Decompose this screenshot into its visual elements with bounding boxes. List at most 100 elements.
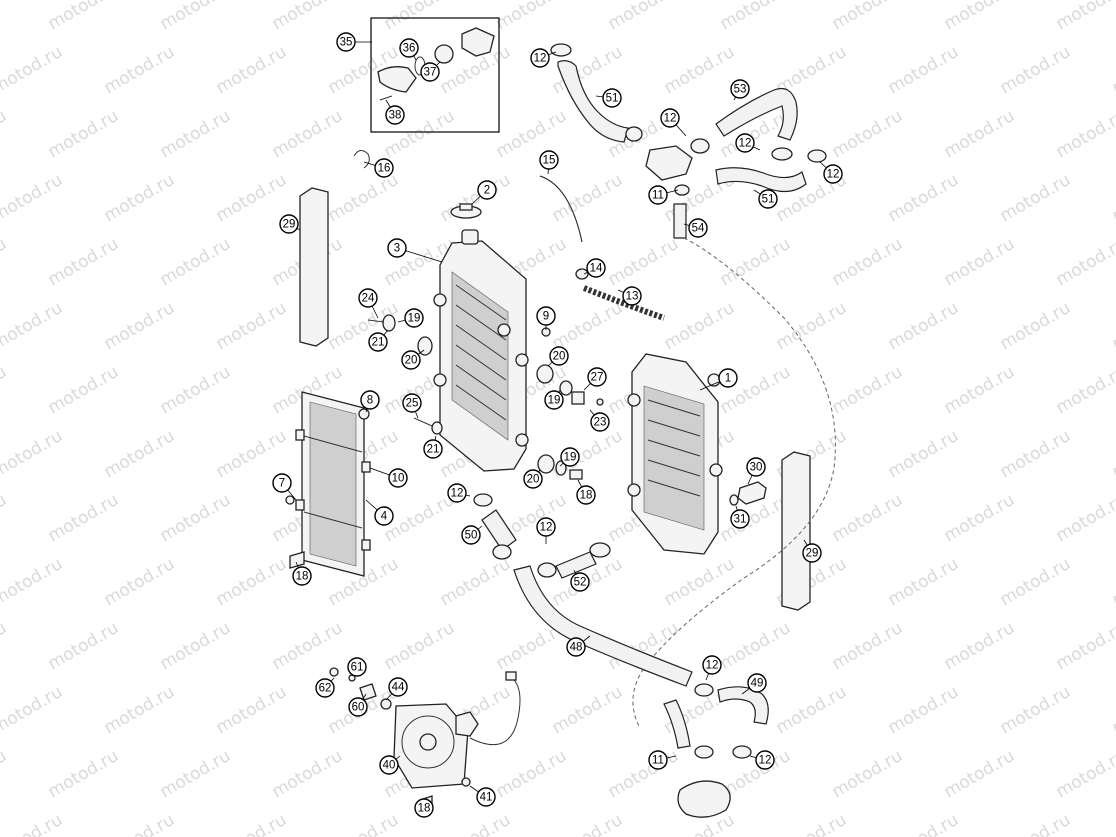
upper-hose-51-right	[715, 167, 807, 193]
callout-number: 29	[283, 219, 296, 231]
callout-number: 62	[319, 683, 332, 695]
watermark-text: motod.ru	[885, 682, 963, 738]
right-radiator-part	[627, 353, 723, 555]
watermark-text: motod.ru	[45, 490, 123, 546]
watermark-text: motod.ru	[941, 0, 1019, 34]
watermark-text: motod.ru	[101, 426, 179, 482]
watermark-text: motod.ru	[829, 362, 907, 418]
water-pump-cover-part	[677, 780, 731, 818]
callout-number: 50	[465, 530, 478, 542]
callout-number: 36	[403, 43, 416, 55]
callout-number: 19	[408, 313, 421, 325]
watermark-text: motod.ru	[941, 234, 1019, 290]
callout-number: 20	[553, 351, 566, 363]
watermark-text: motod.ru	[941, 106, 1019, 162]
watermark-text: motod.ru	[941, 618, 1019, 674]
callout-circle	[530, 48, 550, 68]
callout-circle	[420, 62, 440, 82]
callout-circle	[735, 133, 755, 153]
callout-circle	[523, 469, 543, 489]
watermark-text: motod.ru	[605, 234, 683, 290]
watermark-text: motod.ru	[773, 298, 851, 354]
watermark-text: motod.ru	[213, 554, 291, 610]
watermark-text: motod.ru	[1109, 298, 1116, 354]
callout-number: 12	[534, 53, 547, 65]
callout-number: 51	[606, 93, 619, 105]
watermark-text: motod.ru	[437, 554, 515, 610]
callout-circle	[702, 655, 722, 675]
watermark-text: motod.ru	[0, 554, 66, 610]
callout-circle	[544, 390, 564, 410]
watermark-text: motod.ru	[829, 234, 907, 290]
watermark-text: motod.ru	[1109, 682, 1116, 738]
callout-circle	[402, 393, 422, 413]
callout-number: 25	[406, 398, 419, 410]
callout-circle	[414, 798, 434, 818]
watermark-text: motod.ru	[269, 618, 347, 674]
watermark-text: motod.ru	[101, 810, 179, 837]
watermark-text: motod.ru	[829, 490, 907, 546]
watermark-text: motod.ru	[325, 170, 403, 226]
parts-drawing	[285, 17, 836, 818]
callout-circle	[560, 447, 580, 467]
callout-number: 11	[652, 190, 664, 202]
callout-number: 19	[564, 452, 577, 464]
callout-circle	[347, 657, 367, 677]
watermark-text: motod.ru	[213, 426, 291, 482]
fan-cable	[469, 677, 521, 746]
callout-circle	[688, 218, 708, 238]
watermark-text: motod.ru	[0, 682, 66, 738]
callout-number: 44	[392, 682, 405, 694]
watermark-text: motod.ru	[773, 810, 851, 837]
watermark-text: motod.ru	[45, 746, 123, 802]
callout-circle	[648, 185, 668, 205]
callout-number: 11	[652, 755, 664, 767]
callout-circle	[570, 572, 590, 592]
radiator-grille-part	[295, 391, 371, 577]
watermark-text: motod.ru	[45, 362, 123, 418]
callout-circle	[730, 509, 750, 529]
watermark-text: motod.ru	[0, 426, 66, 482]
hose-50	[481, 509, 517, 551]
callout-circle	[747, 673, 767, 693]
watermark-text: motod.ru	[773, 682, 851, 738]
callout-number: 38	[389, 110, 402, 122]
callout-circle	[536, 306, 556, 326]
watermark-text: motod.ru	[0, 490, 10, 546]
callout-circle	[374, 158, 394, 178]
callout-number: 40	[383, 760, 396, 772]
callout-circle	[823, 164, 843, 184]
watermark-text: motod.ru	[0, 618, 10, 674]
watermark-text: motod.ru	[437, 170, 515, 226]
hose-clips-top	[550, 43, 827, 196]
callout-number: 60	[352, 702, 365, 714]
callout-circle	[368, 332, 388, 352]
temp-sensor-part	[737, 481, 767, 505]
callout-number: 2	[484, 185, 490, 197]
braided-hose-part	[582, 285, 665, 321]
callout-number: 12	[664, 113, 677, 125]
watermark-text: motod.ru	[1109, 42, 1116, 98]
watermark-text: motod.ru	[1053, 362, 1116, 418]
watermark-text: motod.ru	[101, 42, 179, 98]
watermark-text: motod.ru	[1053, 0, 1116, 34]
callout-number: 15	[543, 155, 556, 167]
watermark-text: motod.ru	[45, 618, 123, 674]
watermark-text: motod.ru	[101, 682, 179, 738]
callout-number: 3	[394, 243, 400, 255]
callout-number: 20	[527, 474, 540, 486]
callout-circle	[399, 38, 419, 58]
thermostat-body-part	[645, 145, 693, 181]
callout-number: 18	[580, 490, 593, 502]
callout-circle	[279, 214, 299, 234]
watermark-text: motod.ru	[829, 0, 907, 34]
callout-circle	[404, 308, 424, 328]
watermark-text: motod.ru	[717, 234, 795, 290]
watermark-text: motod.ru	[157, 106, 235, 162]
callout-number: 49	[751, 678, 764, 690]
callout-number: 24	[362, 293, 375, 305]
watermark-text: motod.ru	[997, 810, 1075, 837]
hose-clip-14	[575, 268, 589, 280]
watermark-text: motod.ru	[157, 490, 235, 546]
callout-number: 31	[734, 514, 747, 526]
